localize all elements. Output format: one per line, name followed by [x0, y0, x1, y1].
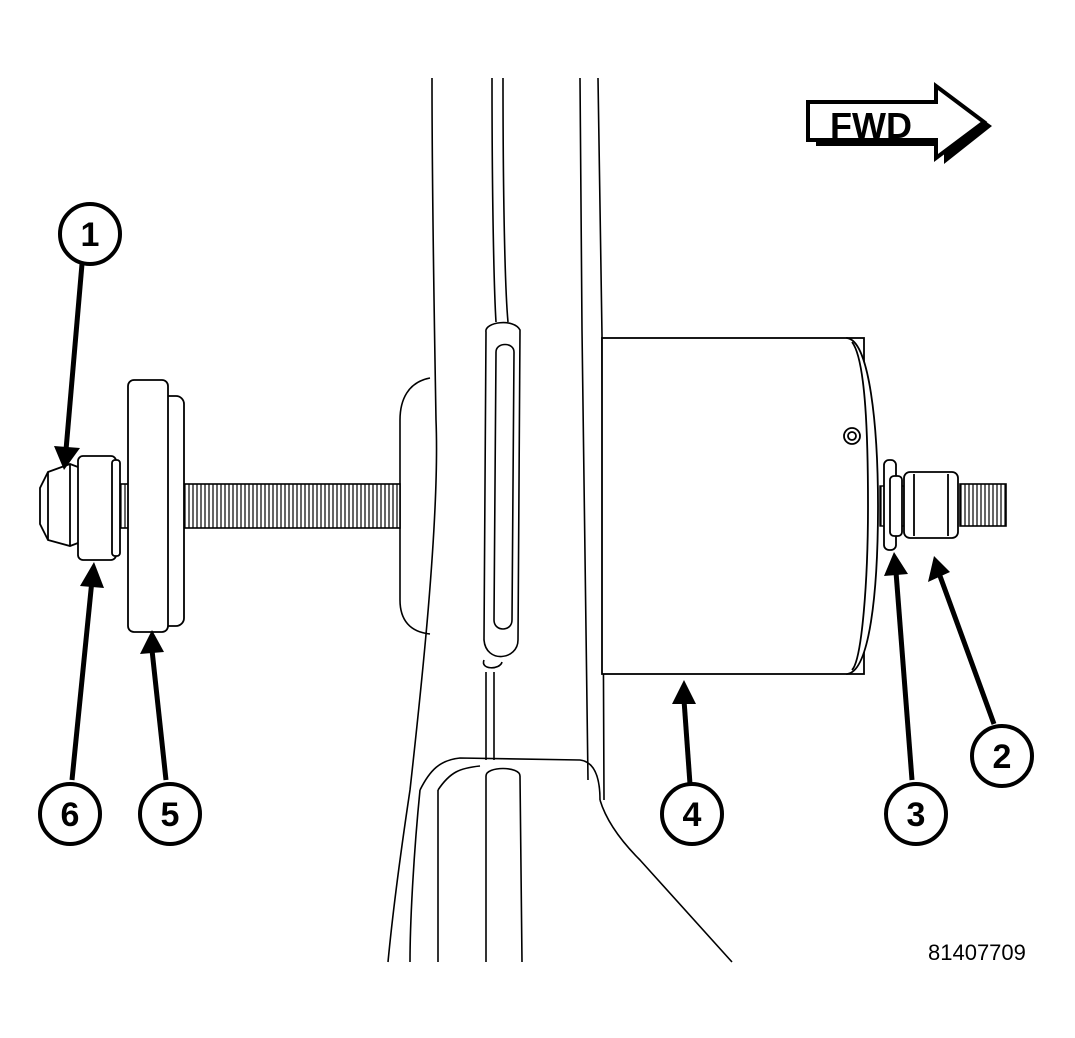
arrowhead-1	[54, 446, 80, 470]
figure-number: 81407709	[928, 940, 1026, 965]
callout-6: 6	[38, 782, 102, 846]
leader-3	[893, 571, 915, 781]
fwd-label: FWD	[830, 105, 912, 146]
callout-6-label: 6	[61, 796, 80, 834]
leader-2	[937, 575, 997, 725]
leader-lines	[63, 263, 997, 785]
callout-3: 3	[884, 782, 948, 846]
arrowhead-4	[672, 680, 696, 704]
hex-nut-left	[39, 463, 87, 547]
leader-4	[681, 699, 693, 785]
leader-arrowheads	[54, 446, 950, 704]
leader-6	[69, 579, 95, 781]
leader-1	[63, 263, 85, 451]
arrowhead-3	[884, 552, 908, 576]
nut-right	[903, 471, 959, 539]
callout-2-label: 2	[993, 738, 1012, 776]
callout-1-label: 1	[81, 216, 100, 254]
arrowhead-5	[140, 630, 164, 654]
callout-2: 2	[970, 724, 1034, 788]
callout-1: 1	[58, 202, 122, 266]
arrowhead-2	[928, 556, 950, 582]
leader-5	[149, 649, 169, 781]
forcing-plate	[127, 379, 185, 633]
callout-4-label: 4	[683, 796, 702, 834]
callout-3-label: 3	[907, 796, 926, 834]
thrust-bearing	[77, 455, 121, 561]
arrowhead-6	[80, 562, 104, 588]
callout-4: 4	[660, 782, 724, 846]
washer-right	[883, 459, 903, 551]
callout-5: 5	[138, 782, 202, 846]
callout-5-label: 5	[161, 796, 180, 834]
receiver-cup	[601, 337, 879, 675]
fwd-direction-arrow: FWD	[806, 82, 992, 164]
